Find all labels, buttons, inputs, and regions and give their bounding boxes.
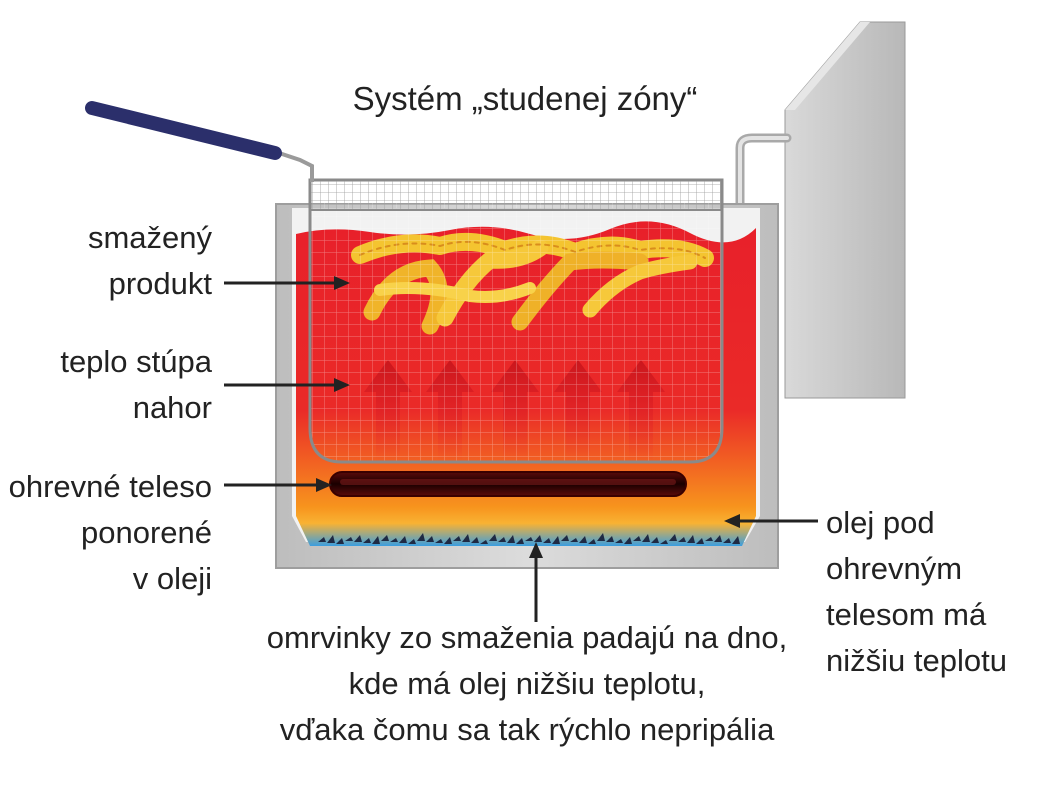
pointer-arrows (224, 276, 818, 622)
crumb (606, 536, 614, 542)
label-heating-element: ohrevné teleso ponorené v oleji (9, 469, 212, 596)
crumb (498, 537, 506, 542)
crumb (516, 538, 524, 544)
crumb (318, 537, 326, 542)
crumb (345, 537, 353, 541)
crumb (552, 536, 560, 544)
heating-element (329, 471, 687, 497)
label-crumbs: omrvinky zo smaženia padajú na dno, kde … (267, 620, 787, 747)
svg-text:ohrevné teleso: ohrevné teleso (9, 469, 212, 504)
crumb (489, 534, 497, 541)
svg-text:v oleji: v oleji (133, 561, 212, 596)
crumb (579, 536, 587, 543)
crumb (507, 535, 515, 543)
crumb (435, 539, 443, 543)
control-unit (784, 21, 906, 399)
crumb (570, 538, 578, 542)
crumb (444, 537, 452, 544)
crumb (660, 540, 668, 544)
label-cold-oil: olej pod ohrevným telesom má nižšiu tepl… (826, 505, 1007, 678)
crumb (462, 534, 470, 542)
crumb (705, 537, 713, 541)
crumb (588, 539, 596, 544)
diagram-title: Systém „studenej zóny“ (353, 80, 698, 117)
crumb (399, 536, 407, 543)
crumb (372, 536, 380, 544)
crumb (651, 537, 659, 543)
crumb (417, 533, 425, 541)
crumb (732, 536, 740, 544)
crumb (669, 534, 677, 541)
svg-text:ponorené: ponorené (81, 515, 212, 550)
svg-text:nahor: nahor (133, 390, 212, 425)
svg-text:vďaka čomu sa tak rýchlo nepri: vďaka čomu sa tak rýchlo nepripália (280, 712, 775, 747)
crumb (480, 540, 488, 544)
crumb (534, 535, 542, 542)
crumb (453, 536, 461, 541)
svg-text:olej pod: olej pod (826, 505, 935, 540)
crumb (471, 537, 479, 543)
crumb (354, 535, 362, 542)
crumb (687, 535, 695, 543)
svg-text:nižšiu teplotu: nižšiu teplotu (826, 643, 1007, 678)
crumb (678, 537, 686, 542)
svg-text:omrvinky zo smaženia padajú na: omrvinky zo smaženia padajú na dno, (267, 620, 787, 655)
crumb (624, 537, 632, 544)
crumb (642, 534, 650, 542)
label-heat-rises: teplo stúpa nahor (60, 344, 212, 425)
svg-text:smažený: smažený (88, 220, 213, 255)
crumb (615, 539, 623, 543)
svg-text:telesom má: telesom má (826, 597, 987, 632)
crumb (336, 538, 344, 544)
svg-text:teplo stúpa: teplo stúpa (60, 344, 212, 379)
crumb (408, 539, 416, 544)
crumb (426, 536, 434, 542)
svg-text:ohrevným: ohrevným (826, 551, 962, 586)
svg-text:produkt: produkt (109, 266, 213, 301)
crumb (543, 538, 551, 543)
crumbs (318, 533, 740, 544)
crumb (714, 535, 722, 542)
crumb (723, 538, 731, 543)
crumb (525, 537, 533, 541)
frying-basket (308, 178, 724, 464)
label-fried-product: smažený produkt (88, 220, 213, 301)
svg-text:kde má olej nižšiu teplotu,: kde má olej nižšiu teplotu, (349, 666, 706, 701)
crumb (327, 535, 335, 543)
crumb (561, 535, 569, 541)
crumb (696, 538, 704, 544)
crumb (633, 536, 641, 541)
crumb (597, 533, 605, 541)
crumb (381, 535, 389, 541)
basket-handle (85, 101, 314, 182)
crumb (363, 538, 371, 543)
crumb (390, 538, 398, 542)
